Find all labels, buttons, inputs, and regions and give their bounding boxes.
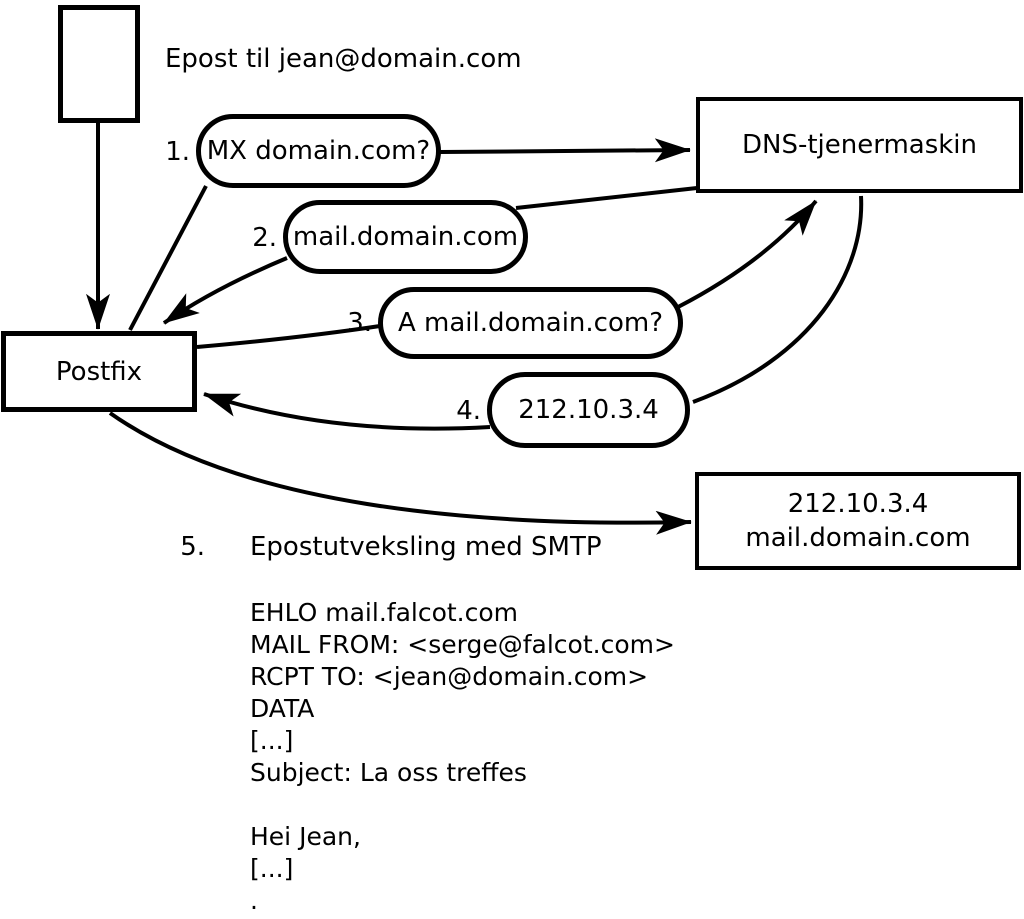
- mail-server-ip: 212.10.3.4: [787, 489, 929, 519]
- line-dns-to-a-response: [692, 195, 864, 404]
- response-bubble-ip: 212.10.3.4: [487, 372, 690, 448]
- arrow-mx-query-to-dns: [439, 138, 691, 163]
- smtp-session-block: EHLO mail.falcot.com MAIL FROM: <serge@f…: [250, 597, 675, 917]
- dns-server-box: DNS-tjenermaskin: [696, 97, 1023, 193]
- dns-server-label: DNS-tjenermaskin: [741, 130, 978, 160]
- response-bubble-mailhost-label: mail.domain.com: [292, 222, 519, 252]
- postfix-label: Postfix: [55, 356, 143, 387]
- smtp-line: [...]: [250, 726, 294, 755]
- smtp-line: .: [250, 886, 258, 915]
- query-bubble-a-record: A mail.domain.com?: [378, 287, 683, 359]
- smtp-line: [...]: [250, 854, 294, 883]
- step-1-number: 1.: [165, 137, 190, 167]
- postfix-box: Postfix: [1, 331, 197, 412]
- response-bubble-mailhost: mail.domain.com: [283, 200, 528, 274]
- smtp-line: Subject: La oss treffes: [250, 758, 527, 787]
- query-bubble-a-record-label: A mail.domain.com?: [398, 308, 663, 338]
- response-bubble-ip-label: 212.10.3.4: [518, 395, 659, 425]
- line-postfix-to-mx-query: [128, 185, 208, 331]
- step-3-number: 3.: [347, 308, 372, 338]
- email-label: Epost til jean@domain.com: [165, 44, 522, 74]
- smtp-line: [250, 789, 675, 821]
- step-5-label: Epostutveksling med SMTP: [250, 532, 602, 562]
- smtp-line: DATA: [250, 694, 315, 723]
- mail-server-hostname: mail.domain.com: [745, 523, 971, 553]
- arrow-postfix-to-mailserver-smtp: [108, 411, 692, 535]
- query-bubble-mx: MX domain.com?: [196, 114, 441, 188]
- line-postfix-to-a-query: [196, 324, 381, 349]
- email-envelope-shape: [58, 5, 140, 123]
- step-2-number: 2.: [252, 223, 277, 253]
- mail-server-box: 212.10.3.4 mail.domain.com: [695, 472, 1021, 570]
- smtp-line: EHLO mail.falcot.com: [250, 598, 519, 627]
- step-5-number: 5.: [180, 532, 205, 562]
- smtp-line: Hei Jean,: [250, 822, 361, 851]
- line-dns-to-mx-response: [515, 186, 698, 210]
- step-4-number: 4.: [456, 396, 481, 426]
- arrow-a-query-to-dns: [677, 199, 818, 309]
- query-bubble-mx-label: MX domain.com?: [206, 136, 431, 166]
- arrow-a-response-to-postfix: [203, 392, 491, 431]
- smtp-line: MAIL FROM: <serge@falcot.com>: [250, 630, 675, 659]
- arrow-mx-response-to-postfix: [162, 256, 288, 325]
- smtp-line: RCPT TO: <jean@domain.com>: [250, 662, 649, 691]
